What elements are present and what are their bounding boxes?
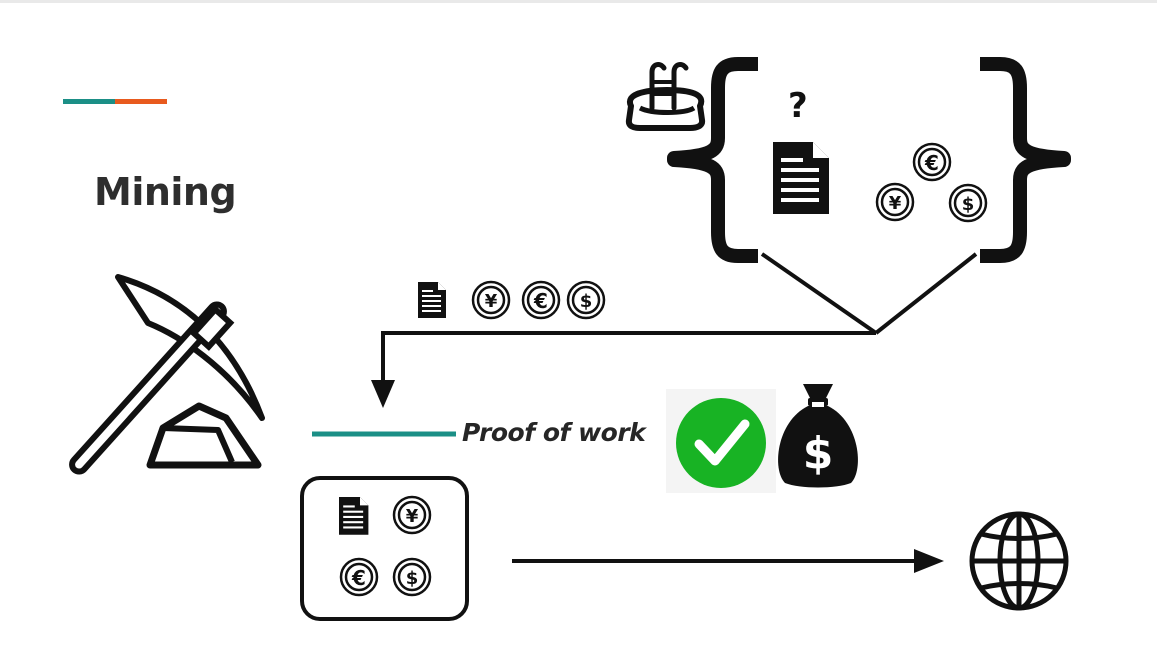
dollar-coin-icon: $ [948, 183, 988, 223]
document-icon [339, 497, 369, 535]
yen-symbol: ¥ [889, 193, 902, 214]
funnel-right-line [874, 252, 978, 335]
right-brace [980, 57, 1071, 263]
yen-symbol: ¥ [406, 506, 419, 527]
proof-of-work-label: Proof of work [462, 418, 646, 447]
pool-icon [625, 62, 706, 131]
accent-bar-teal [63, 99, 115, 104]
question-mark: ? [788, 86, 808, 126]
euro-coin-icon: € [521, 280, 561, 320]
top-divider [0, 0, 1157, 3]
money-bag-icon: $ [778, 384, 858, 488]
yen-symbol: ¥ [485, 291, 498, 312]
euro-symbol: € [924, 151, 939, 175]
funnel-left-line [760, 252, 878, 335]
accent-bar [63, 99, 167, 104]
euro-symbol: € [533, 289, 548, 313]
euro-coin-icon: € [912, 142, 952, 182]
euro-symbol: € [351, 566, 366, 590]
document-icon [773, 142, 829, 214]
yen-coin-icon: ¥ [392, 495, 432, 535]
globe-icon [969, 511, 1069, 611]
euro-coin-icon: € [339, 557, 379, 597]
check-icon [666, 389, 776, 493]
dollar-symbol: $ [803, 428, 834, 479]
block-box [300, 476, 469, 621]
yen-coin-icon: ¥ [875, 182, 915, 222]
dollar-coin-icon: $ [566, 280, 606, 320]
left-brace [667, 57, 758, 263]
dollar-symbol: $ [406, 568, 419, 589]
pickaxe-icon [69, 274, 265, 475]
document-icon [418, 282, 446, 318]
transaction-flow-arrow [371, 331, 876, 408]
broadcast-arrow [512, 549, 944, 573]
accent-bar-orange [115, 99, 167, 104]
dollar-symbol: $ [580, 291, 593, 312]
dollar-symbol: $ [962, 194, 975, 215]
slide-title: Mining [94, 170, 237, 214]
yen-coin-icon: ¥ [471, 280, 511, 320]
dollar-coin-icon: $ [392, 557, 432, 597]
